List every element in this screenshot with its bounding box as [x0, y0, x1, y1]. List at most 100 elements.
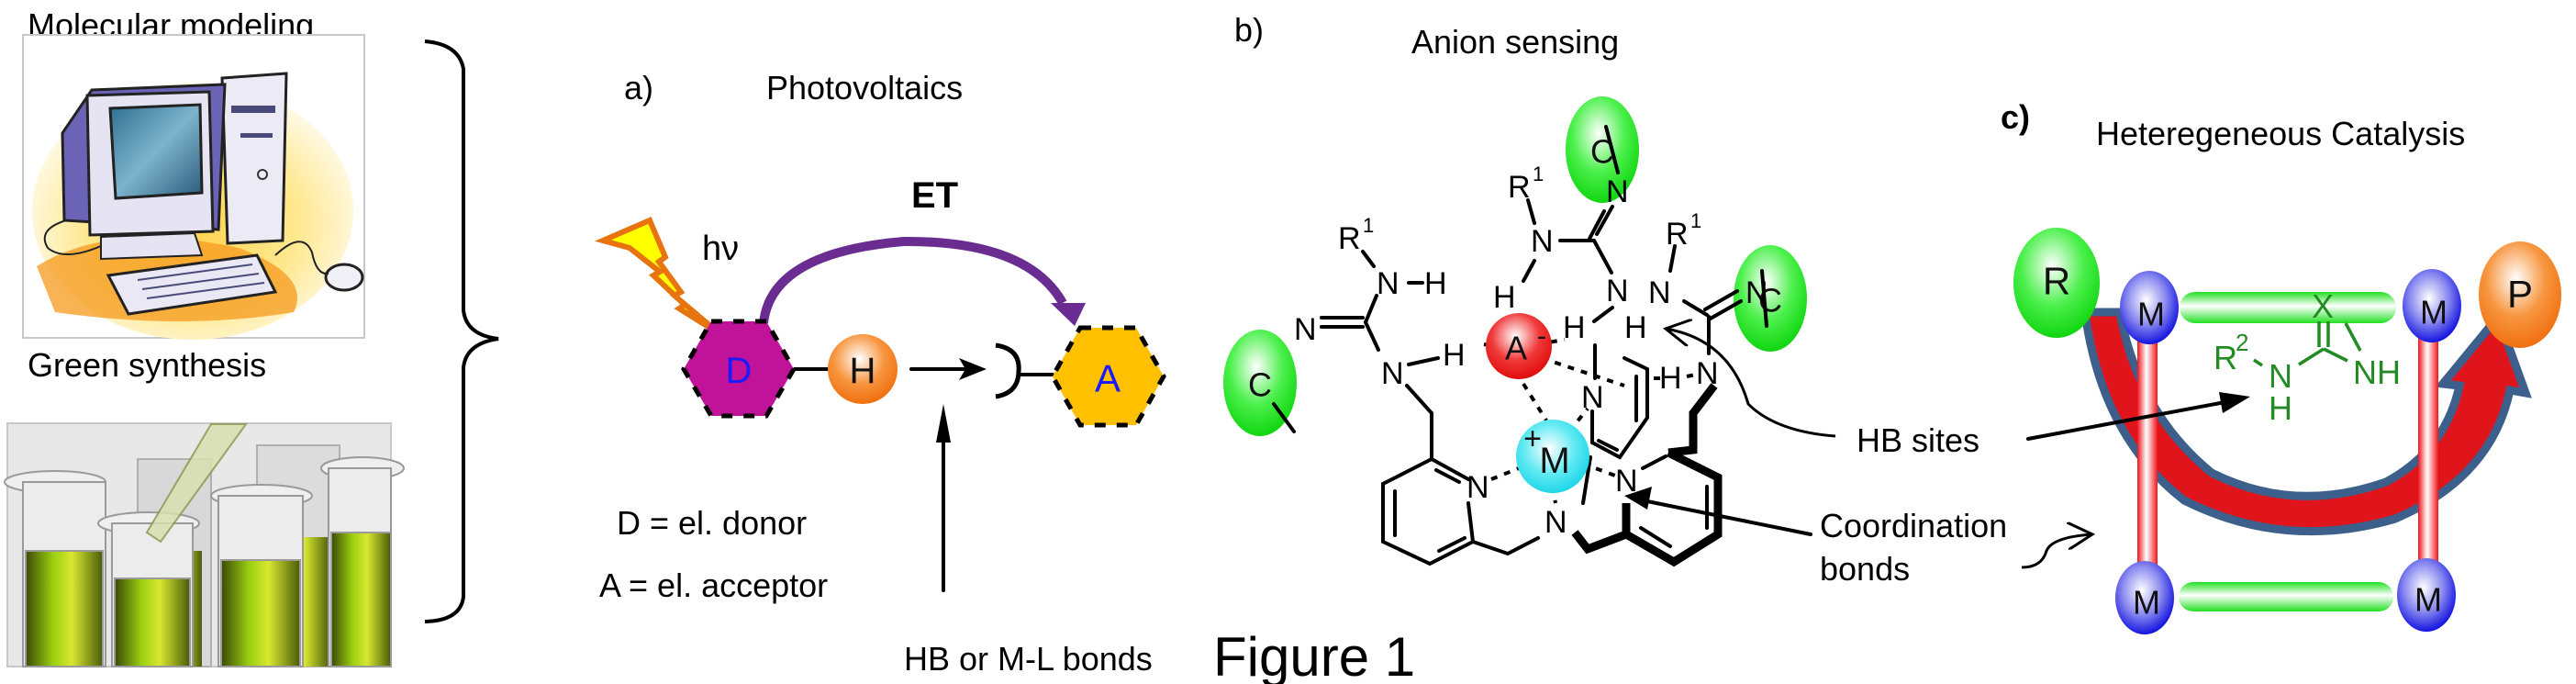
- bond-line: [1597, 439, 1619, 452]
- illustration-shape: [274, 241, 329, 275]
- donor-hexagon: [681, 319, 797, 419]
- bond-line: [1430, 457, 1470, 481]
- illustration-shape: [25, 550, 104, 667]
- bond-type-label: HB or M-L bonds: [904, 640, 1153, 678]
- bond-line: [1381, 457, 1476, 566]
- bond-line: [1703, 289, 1739, 311]
- atom-label: N: [1696, 356, 1719, 391]
- panel-b-anion-sensing: b) Anion sensing C C C: [1223, 11, 2092, 588]
- atom-label: 1: [1363, 214, 1374, 237]
- atom-label: N: [1606, 174, 1629, 209]
- atom-label: N: [1381, 356, 1404, 391]
- illustration-shape: [137, 264, 265, 299]
- bond-line: [1437, 536, 1466, 553]
- h-ball: [828, 334, 898, 404]
- illustration-shape: [114, 577, 191, 667]
- atom-label: N: [1294, 312, 1317, 347]
- bond-line: [1604, 125, 1620, 174]
- anion-ball: [1486, 313, 1552, 379]
- hb-sites-pointer-c-shaft: [2026, 399, 2232, 441]
- bond-line: [1595, 205, 1614, 236]
- anion-charge: -: [1537, 321, 1546, 352]
- bond-line: [1682, 299, 1709, 317]
- metal-node-top-right-label: M: [2420, 294, 2448, 331]
- metal-node-bottom-right-label: M: [2414, 581, 2442, 619]
- metal-node-bottom-left-label: M: [2133, 584, 2160, 622]
- bond-line: [1668, 244, 1677, 273]
- bond-line: [1471, 536, 1540, 556]
- atom-label: NH: [2353, 353, 2401, 391]
- anion-label: A: [1505, 330, 1527, 367]
- atom-label: H: [1424, 266, 1447, 301]
- bonds-label: bonds: [1820, 550, 1910, 588]
- linker-top: [2180, 292, 2396, 323]
- atom-label: N: [1581, 380, 1604, 415]
- bond-line: [1522, 259, 1536, 283]
- hb-sites-pointer-b: [1666, 329, 1836, 438]
- bond-line: [1707, 299, 1743, 321]
- atom-label: N: [1466, 470, 1489, 505]
- bond-line: [1405, 384, 1433, 415]
- panel-a-title: Photovoltaics: [766, 69, 963, 107]
- illustration-shape: [145, 423, 248, 544]
- dashed-interaction: [1582, 462, 1616, 477]
- h-ball-label: H: [850, 351, 876, 391]
- bond-line: [1272, 402, 1296, 433]
- pillar-left: [2137, 312, 2158, 588]
- bond-line: [1361, 250, 1376, 268]
- atom-label: R: [1508, 170, 1531, 205]
- light-label: hν: [702, 230, 739, 268]
- dashed-interaction: [1686, 373, 1697, 378]
- linker-bottom: [2179, 582, 2393, 611]
- figure-caption: Figure 1: [1213, 626, 1415, 684]
- atom-label: H: [2269, 389, 2292, 427]
- donor-label: D: [726, 351, 753, 391]
- hb-pointer-arrowhead: [936, 404, 951, 443]
- metal-charge: +: [1523, 421, 1542, 456]
- atom-label: R: [1666, 217, 1689, 252]
- atom-label: N: [2269, 357, 2292, 395]
- panel-b-tag: b): [1234, 11, 1264, 49]
- bond-line: [1622, 448, 1723, 567]
- coordination-label: Coordination: [1820, 507, 2007, 544]
- atom-label: N: [1531, 224, 1554, 259]
- illustration-shape: [324, 263, 364, 292]
- bond-line: [2344, 322, 2362, 352]
- bond-line: [1592, 306, 1614, 323]
- atom-label: N: [1648, 275, 1671, 310]
- bond-line: [1667, 383, 1718, 457]
- computer-illustration-icon: [22, 34, 365, 340]
- bond-arrowhead: [959, 358, 987, 380]
- bond-line: [1588, 209, 1606, 241]
- dashed-interaction: [1522, 382, 1548, 422]
- illustration-shape: [108, 103, 204, 200]
- metal-node-bottom-right: [2397, 558, 2456, 632]
- coordination-pointer-shaft: [1641, 499, 1812, 536]
- ligand-skeleton: [1272, 125, 1768, 567]
- metal-node-top-right: [2403, 269, 2461, 342]
- c-ball-right: [1734, 245, 1807, 352]
- c-ball-left-label: C: [1248, 366, 1272, 404]
- illustration-shape: [146, 282, 265, 299]
- acceptor-label: A: [1095, 357, 1121, 400]
- atom-label: 1: [1690, 209, 1701, 232]
- receptor-bracket: [995, 342, 1021, 399]
- atom-label: N: [1606, 274, 1629, 308]
- bond-line: [1592, 239, 1613, 275]
- dashed-interaction: [1490, 466, 1520, 481]
- illustration-shape: [220, 72, 288, 245]
- atom-label: X: [2312, 287, 2334, 325]
- atom-label: N: [1745, 275, 1768, 310]
- metal-node-top-left-label: M: [2137, 296, 2165, 333]
- panel-b-title: Anion sensing: [1411, 23, 1619, 61]
- acceptor-hexagon: [1050, 325, 1166, 428]
- reactant-ball: [2013, 228, 2100, 338]
- metal-node-top-left: [2120, 271, 2179, 344]
- illustration-shape: [240, 133, 273, 138]
- panel-c-tag: c): [2001, 98, 2030, 136]
- panel-a-photovoltaics: a) Photovoltaics ET hν D H A D = el. don…: [594, 69, 1166, 678]
- metal-node-bottom-left: [2115, 561, 2174, 634]
- atom-label: H: [1563, 310, 1586, 345]
- illustration-shape: [137, 264, 253, 281]
- atom-label: H: [1659, 361, 1682, 396]
